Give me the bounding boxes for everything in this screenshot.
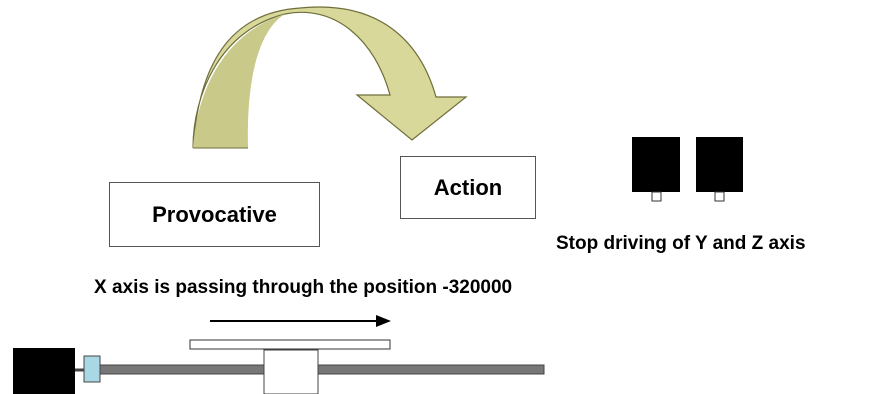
travel-range-bar (189, 339, 391, 350)
action-label: Action (433, 174, 503, 200)
x-axis-rail (99, 364, 545, 375)
curved-arrow-icon (192, 6, 468, 149)
travel-direction-arrow-icon (210, 315, 391, 327)
stop-driving-caption: Stop driving of Y and Z axis (556, 233, 806, 254)
provocative-label: Provocative (152, 201, 277, 227)
x-axis-motor-icon (13, 348, 75, 394)
curved-arrow-shade (193, 14, 285, 148)
x-axis-carriage (263, 349, 319, 394)
action-box: Action (400, 156, 536, 219)
z-axis-motor-icon (696, 137, 743, 202)
y-axis-motor-icon (632, 137, 680, 202)
coupler-icon (83, 355, 101, 383)
provocative-box: Provocative (109, 182, 320, 247)
x-axis-position-caption: X axis is passing through the position -… (94, 277, 513, 298)
